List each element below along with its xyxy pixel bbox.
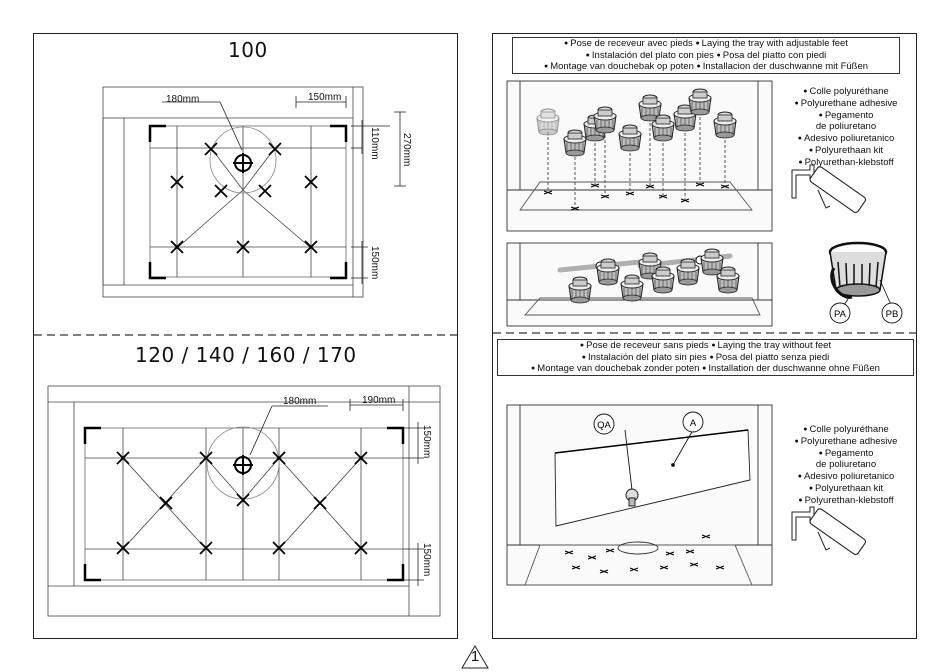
bottom-foot-markers xyxy=(116,451,368,555)
nofeet-header: ●Pose de receveur sans pieds ●Laying the… xyxy=(497,339,914,376)
bottom-bottom-dim-label: 150mm xyxy=(421,543,432,576)
part-label-pb: PB xyxy=(886,309,899,320)
part-label-qa: QA xyxy=(597,420,611,431)
caulk-gun-bottom-icon xyxy=(791,506,868,557)
top-drain-dim-label: 180mm xyxy=(166,94,199,105)
caulk-gun-top-icon xyxy=(791,164,868,215)
bottom-top-dim-label: 150mm xyxy=(421,425,432,458)
top-dimension-lines xyxy=(162,96,406,284)
nofeet-scene xyxy=(506,404,773,586)
bottom-drain-dim-label: 180mm xyxy=(283,396,316,407)
top-foot-markers xyxy=(170,142,318,254)
left-panel xyxy=(33,33,458,639)
top-side-dim-label: 150mm xyxy=(308,92,341,103)
adhesive-legend-bottom: ●Colle polyuréthane ●Polyurethane adhesi… xyxy=(794,424,898,506)
part-label-pa: PA xyxy=(834,309,847,320)
top-total-dim-label: 270mm xyxy=(401,133,412,166)
bottom-drain-symbol xyxy=(233,455,253,475)
top-plan-corners xyxy=(148,124,348,280)
bottom-side-dim-label: 190mm xyxy=(362,395,395,406)
top-drain-symbol xyxy=(233,153,253,173)
adhesive-legend-top: ●Colle polyuréthane ●Polyurethane adhesi… xyxy=(794,86,898,168)
part-label-a: A xyxy=(690,418,697,429)
bottom-model-title: 120 / 140 / 160 / 170 xyxy=(135,343,357,367)
top-edge-dim-label: 110mm xyxy=(369,127,380,160)
page-number-triangle-icon xyxy=(461,645,489,669)
top-plan-drawing xyxy=(102,86,364,298)
foot-detail-icon xyxy=(828,241,903,324)
page-number: 1 xyxy=(470,648,480,665)
bottom-dimension-lines xyxy=(249,399,424,586)
feet-header: ●Pose de receveur avec pieds ●Laying the… xyxy=(512,37,900,74)
top-model-title: 100 xyxy=(228,38,268,62)
top-bottom-dim-label: 150mm xyxy=(369,246,380,279)
